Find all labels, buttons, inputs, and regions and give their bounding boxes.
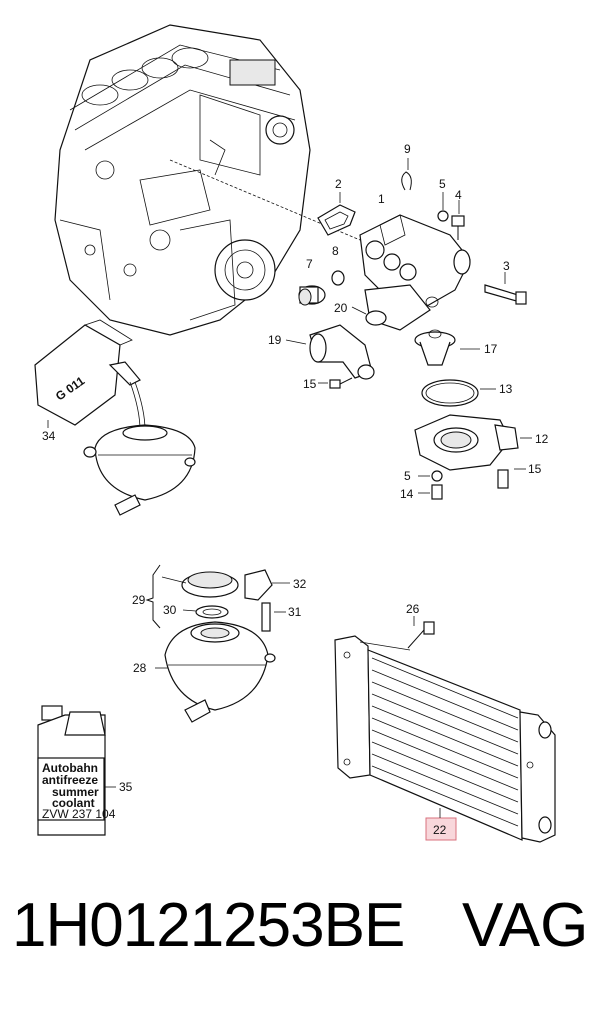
callout-15-left: 15 xyxy=(303,377,317,391)
coolant-container: Autobahn antifreeze summer coolant ZVW 2… xyxy=(37,705,116,836)
retaining-clip xyxy=(401,171,412,191)
callout-5-top: 5 xyxy=(439,177,446,191)
callout-32: 32 xyxy=(293,577,307,591)
gasket xyxy=(317,204,356,236)
antifreeze-bottle: G 011 xyxy=(34,319,141,428)
coolant-label-line1: Autobahn xyxy=(42,761,98,775)
callout-30: 30 xyxy=(163,603,177,617)
callout-26: 26 xyxy=(406,602,420,616)
coolant-label-line4: coolant xyxy=(52,796,95,810)
engine-block xyxy=(54,24,311,336)
callout-34: 34 xyxy=(42,429,56,443)
brand-name: VAG xyxy=(462,891,589,960)
callout-31: 31 xyxy=(288,605,302,619)
thermostat-housing-cover xyxy=(414,414,532,471)
part-number: 1H0121253BE xyxy=(12,891,405,960)
callout-8: 8 xyxy=(332,244,339,258)
coolant-label-line3: summer xyxy=(52,785,99,799)
coolant-label-line2: antifreeze xyxy=(42,773,98,787)
expansion-tank-upper xyxy=(83,424,196,516)
callout-1: 1 xyxy=(378,192,385,206)
callout-28: 28 xyxy=(133,661,147,675)
callout-12: 12 xyxy=(535,432,549,446)
callout-3: 3 xyxy=(503,259,510,273)
thermostat xyxy=(414,329,480,366)
callout-2: 2 xyxy=(335,177,342,191)
callout-14: 14 xyxy=(400,487,414,501)
callout-highlight xyxy=(425,817,457,841)
callout-17: 17 xyxy=(484,342,498,356)
callout-7: 7 xyxy=(306,257,313,271)
coolant-label-partno: ZVW 237 104 xyxy=(42,807,116,821)
coolant-flange-housing xyxy=(359,214,471,331)
callout-5-bottom: 5 xyxy=(404,469,411,483)
callout-15-right: 15 xyxy=(528,462,542,476)
expansion-tank-lower xyxy=(155,621,276,723)
callout-19: 19 xyxy=(268,333,282,347)
parts-diagram: G 011 Autobahn antif xyxy=(34,24,556,843)
callout-4: 4 xyxy=(455,188,462,202)
callout-13: 13 xyxy=(499,382,513,396)
callout-29: 29 xyxy=(132,593,146,607)
callout-22: 22 xyxy=(433,823,447,837)
radiator xyxy=(334,635,556,843)
callout-20: 20 xyxy=(334,301,348,315)
callout-9: 9 xyxy=(404,142,411,156)
callout-35: 35 xyxy=(119,780,133,794)
